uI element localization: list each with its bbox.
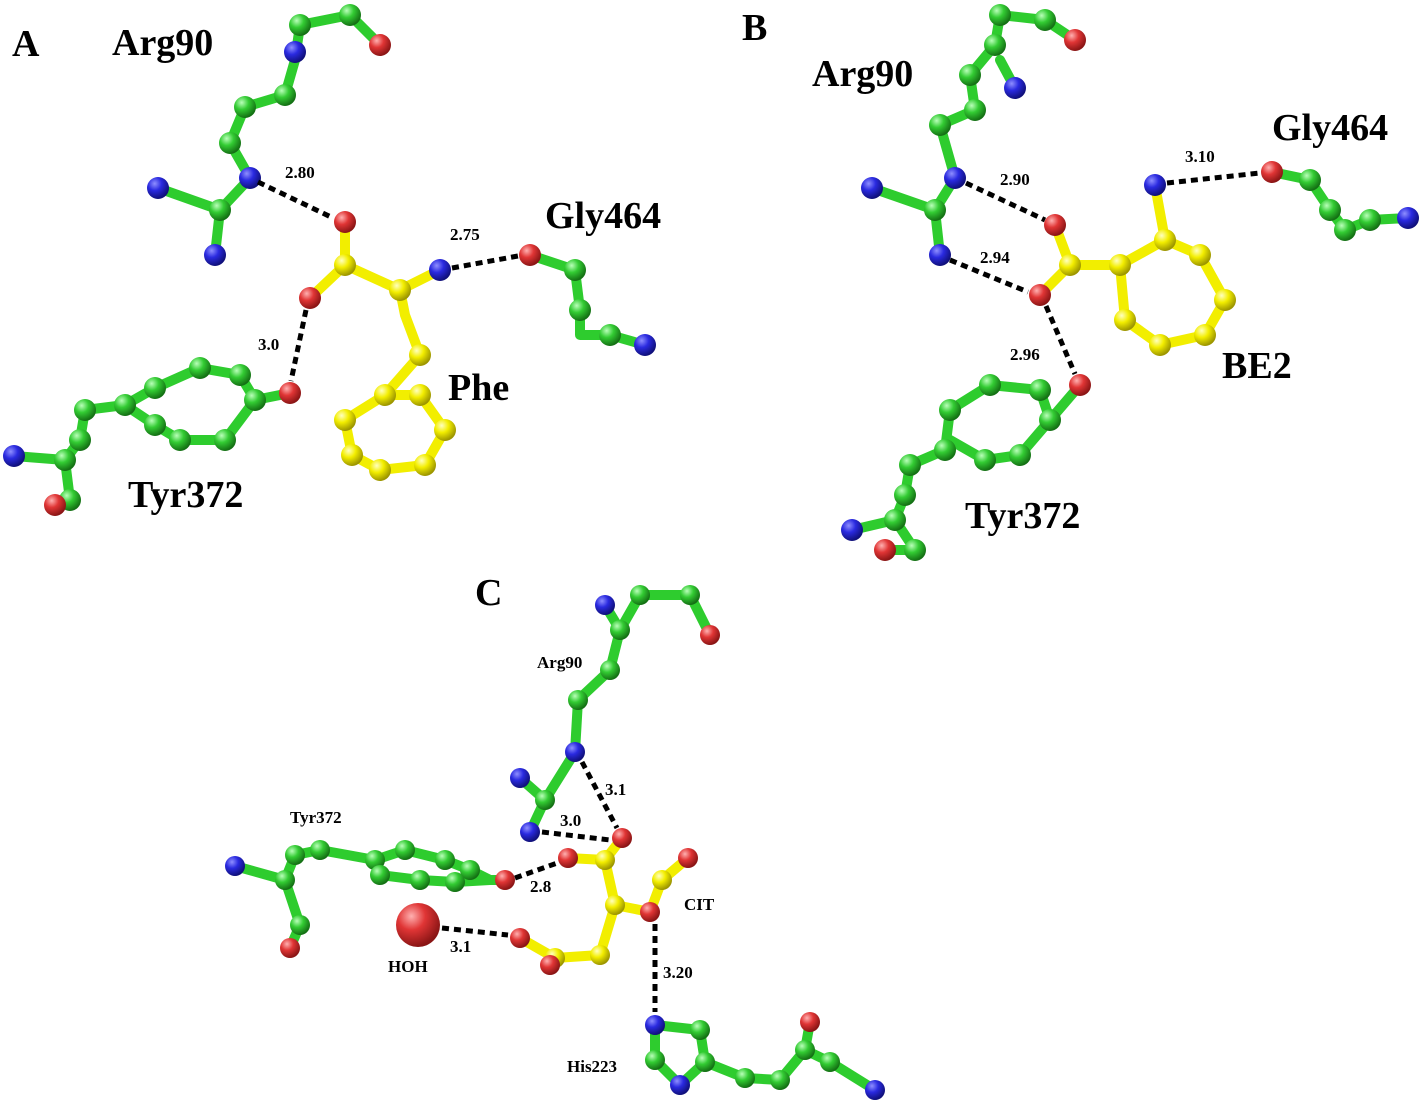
panel-a-hbond-2 (451, 253, 519, 271)
panel-b-arg90-label: Arg90 (812, 53, 913, 95)
panel-b-gly464-label: Gly464 (1272, 107, 1388, 149)
panel-c-distance-3: 2.8 (530, 877, 551, 896)
panel-a-hbond-1 (256, 179, 335, 221)
panel-c-his223-label: His223 (567, 1057, 617, 1076)
panel-a: A (3, 4, 661, 516)
panel-c-hbond-3 (514, 859, 561, 881)
panel-b-label: B (742, 7, 767, 49)
panel-c-his223-molecule (645, 1012, 885, 1100)
panel-b-distance-4: 2.96 (1010, 345, 1040, 364)
panel-c-arg90-label: Arg90 (537, 653, 582, 672)
panel-c-arg90-molecule (510, 585, 720, 842)
panel-a-phe-label: Phe (448, 367, 509, 409)
panel-a-distance-1: 2.80 (285, 163, 315, 182)
panel-a-distance-2: 2.75 (450, 225, 480, 244)
panel-c-distance-1: 3.1 (605, 780, 626, 799)
panel-b-distance-3: 2.94 (980, 248, 1010, 267)
panel-c-distance-5: 3.20 (663, 963, 693, 982)
panel-b-hbond-3 (949, 257, 1029, 295)
panel-b-distance-1: 2.90 (1000, 170, 1030, 189)
panel-b-arg90-molecule (861, 4, 1086, 266)
panel-a-distance-3: 3.0 (258, 335, 279, 354)
panel-c-tyr372-label: Tyr372 (290, 808, 342, 827)
panel-b-hbond-2 (1166, 170, 1261, 186)
panel-b-distance-2: 3.10 (1185, 147, 1215, 166)
panel-c-hbond-4 (441, 925, 509, 938)
panel-c-cit-ligand (510, 828, 698, 975)
panel-a-tyr372-molecule (3, 357, 301, 516)
panel-c-distance-2: 3.0 (560, 811, 581, 830)
panel-c-cit-label: CIT (684, 895, 715, 914)
panel-a-arg90-label: Arg90 (112, 22, 213, 64)
panel-b-gly464-molecule (1261, 161, 1419, 241)
panel-b-hbond-1 (964, 180, 1047, 223)
panel-c-water-sphere (396, 903, 440, 947)
panel-b: B (742, 4, 1419, 561)
panel-a-arg90-molecule (147, 4, 391, 266)
panel-c-hbond-2 (541, 829, 611, 843)
panel-c: C (225, 572, 885, 1100)
panel-c-label: C (475, 572, 502, 614)
panel-a-label: A (12, 23, 40, 65)
panel-c-distance-4: 3.1 (450, 937, 471, 956)
panel-c-hoh-label: HOH (388, 957, 428, 976)
panel-a-hbond-3 (288, 309, 309, 382)
panel-b-tyr372-molecule (841, 374, 1091, 561)
panel-a-tyr372-label: Tyr372 (128, 474, 243, 516)
panel-b-be2-label: BE2 (1222, 345, 1292, 387)
panel-b-tyr372-label: Tyr372 (965, 495, 1080, 537)
panel-a-gly464-label: Gly464 (545, 195, 661, 237)
panel-a-gly464-molecule (519, 244, 656, 356)
panel-b-hbond-4 (1043, 305, 1078, 375)
panel-c-hbond-1 (579, 760, 620, 830)
panel-c-tyr372-molecule (225, 840, 515, 958)
panel-a-phe-ligand (299, 211, 456, 481)
panel-b-be2-ligand (1029, 174, 1236, 356)
